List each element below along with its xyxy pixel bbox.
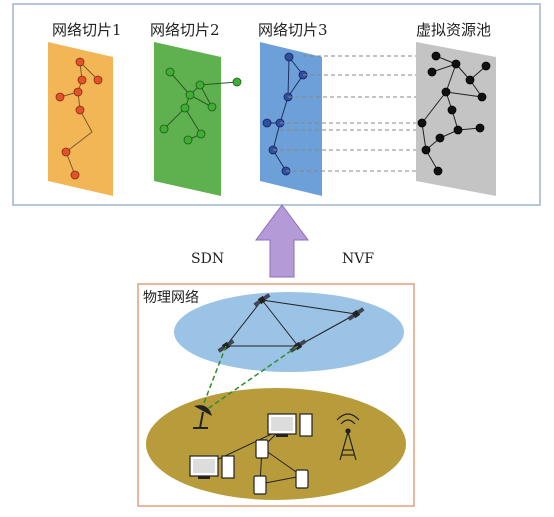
mobile-phone-icon xyxy=(295,469,309,489)
desktop-computer-icon xyxy=(267,413,313,437)
satellite-dish-icon xyxy=(193,405,212,429)
mobile-phone-icon xyxy=(255,439,269,459)
slice-2-node xyxy=(159,124,169,134)
satellite-layer xyxy=(174,292,404,372)
slice-2-label: 网络切片2 xyxy=(150,21,220,39)
desktop-computer-icon xyxy=(189,455,235,479)
slice-2-node xyxy=(185,90,195,100)
slice-1-node xyxy=(77,75,87,85)
pool-node xyxy=(447,105,457,115)
slice-2-node xyxy=(232,77,242,87)
slice-2-node xyxy=(207,102,217,112)
pool-node xyxy=(441,87,451,97)
slice-2-node xyxy=(180,103,190,113)
slice-1-node xyxy=(75,105,85,115)
pool-node xyxy=(427,67,437,77)
pool-node xyxy=(465,75,475,85)
slice-2 xyxy=(154,42,242,196)
pool-node xyxy=(481,61,491,71)
slice-2-node xyxy=(195,80,205,90)
nvf-label: NVF xyxy=(342,251,374,267)
pool-node xyxy=(477,92,487,102)
pool-node xyxy=(475,123,485,133)
cell-tower-icon xyxy=(336,413,360,461)
slice-1 xyxy=(48,42,113,196)
mobile-phone-icon xyxy=(253,475,267,495)
physical-network-label: 物理网络 xyxy=(143,290,199,306)
slice-3 xyxy=(260,42,322,196)
ground-layer xyxy=(146,388,406,500)
resource-pool-label: 虚拟资源池 xyxy=(416,21,491,39)
slice-1-node xyxy=(73,87,83,97)
satellite-icon xyxy=(253,293,271,307)
slice-1-node xyxy=(70,170,80,180)
slice-1-label: 网络切片1 xyxy=(52,21,122,39)
slice-2-node xyxy=(196,129,206,139)
pool-node xyxy=(435,133,445,143)
slice-3-label: 网络切片3 xyxy=(258,21,328,39)
slice-2-node xyxy=(183,135,193,145)
pool-node xyxy=(453,125,463,135)
slice-3-plane xyxy=(260,42,322,196)
slice-2-plane xyxy=(154,42,221,196)
slice-1-node xyxy=(75,57,85,67)
pool-node xyxy=(431,51,441,61)
resource-pool-plane xyxy=(416,42,496,196)
pool-node xyxy=(417,118,427,128)
pool-node xyxy=(451,59,461,69)
slice-1-node xyxy=(93,75,103,85)
up-arrow xyxy=(255,204,309,278)
pool-node xyxy=(433,166,443,176)
satellite-icon xyxy=(347,307,365,321)
slice-1-node xyxy=(61,147,71,157)
slice-2-node xyxy=(165,67,175,77)
slice-1-node xyxy=(55,92,65,102)
pool-node xyxy=(421,145,431,155)
resource-pool xyxy=(416,42,496,196)
slice-3-node xyxy=(284,52,294,62)
sdn-label: SDN xyxy=(191,251,224,267)
slice-3-node xyxy=(262,118,272,128)
